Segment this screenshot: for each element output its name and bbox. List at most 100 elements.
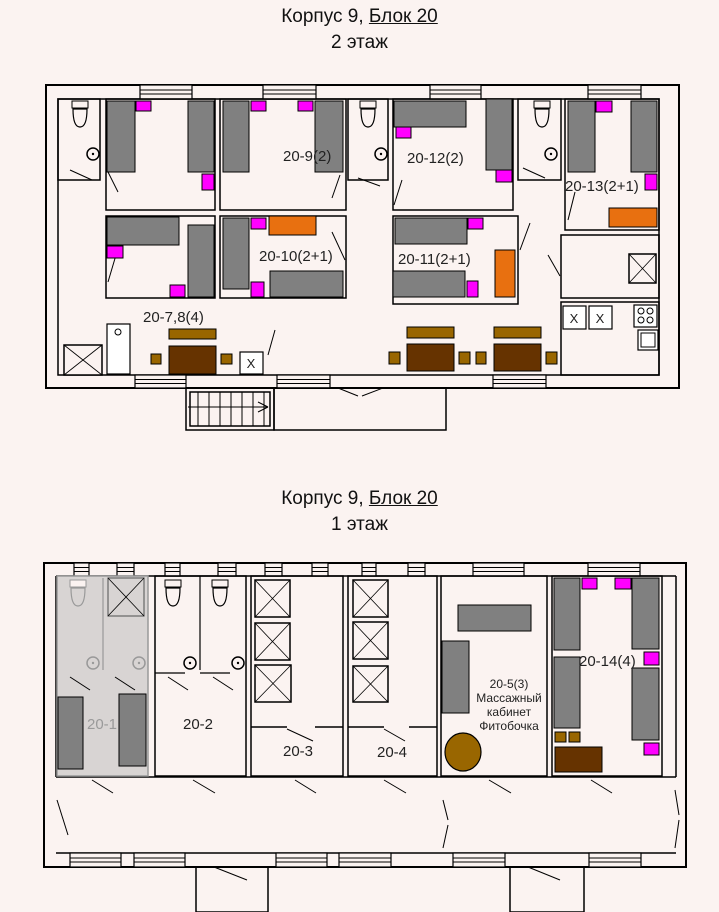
- bed: [441, 640, 470, 714]
- window: [134, 374, 187, 389]
- room-20-5: [440, 575, 548, 777]
- room-20-8: [105, 215, 216, 299]
- nightstand: [250, 217, 267, 230]
- bed: [187, 100, 215, 173]
- room-label-20-1[interactable]: 20-1: [87, 716, 117, 733]
- door-swing: [519, 222, 531, 251]
- door-swing: [527, 866, 561, 881]
- bed: [567, 100, 596, 173]
- washbasin-icon: [544, 147, 558, 161]
- bed: [269, 270, 344, 298]
- room-label-20-14[interactable]: 20-14(4): [579, 653, 636, 670]
- fridge: [106, 323, 131, 375]
- shower-icon: [107, 577, 145, 617]
- door-swing: [383, 779, 407, 794]
- toilet-icon: [164, 579, 182, 588]
- block-link[interactable]: Блок 20: [368, 6, 438, 27]
- washbasin-icon: [132, 656, 146, 670]
- floor2-plan: [45, 84, 680, 431]
- door-swing: [522, 167, 546, 179]
- window: [133, 852, 186, 868]
- appliance-box: [239, 351, 264, 375]
- window: [429, 84, 482, 100]
- door-swing: [69, 676, 91, 691]
- door-swing: [294, 779, 317, 794]
- bathroom: [347, 98, 389, 181]
- block-link[interactable]: Блок 20: [368, 488, 438, 509]
- room-label-20-11[interactable]: 20-11(2+1): [398, 251, 471, 268]
- door-swing: [69, 169, 93, 181]
- room-20-7: [105, 98, 216, 211]
- room-label-20-13[interactable]: 20-13(2+1): [565, 178, 639, 195]
- kitchen-zone: [560, 301, 660, 376]
- chair: [458, 351, 471, 365]
- toilet-bowl: [165, 587, 181, 607]
- door-swing: [107, 171, 119, 193]
- room-label-20-5[interactable]: 20-5(3): [490, 677, 529, 691]
- drain: [379, 152, 383, 156]
- dining-table: [406, 343, 455, 372]
- floor1-labels: 20-1 20-2 20-3 20-4 20-5(3) Массажный ка…: [87, 653, 636, 761]
- door-swing: [56, 799, 69, 836]
- room-label-20-9[interactable]: 20-9(2): [283, 148, 331, 165]
- nightstand: [395, 126, 412, 139]
- door-swing: [361, 387, 384, 397]
- door-swing: [212, 676, 234, 691]
- bed: [106, 216, 180, 246]
- drain: [549, 152, 553, 156]
- washbasin-icon: [183, 656, 197, 670]
- room-label-20-3[interactable]: 20-3: [283, 743, 313, 760]
- room-20-5-desc-1: Массажный: [476, 691, 541, 705]
- door-swing: [331, 174, 341, 199]
- window: [164, 562, 181, 577]
- chair: [220, 353, 233, 365]
- chair: [475, 351, 487, 365]
- floor2-title: Корпус 9, Блок 20: [0, 6, 719, 28]
- door-swing: [114, 676, 136, 691]
- room-label-20-7-8[interactable]: 20-7,8(4): [143, 309, 204, 326]
- door-swing: [488, 779, 512, 794]
- dining-table: [168, 345, 217, 375]
- chair: [554, 731, 567, 743]
- window: [139, 84, 193, 100]
- nightstand: [467, 217, 484, 230]
- door-swing: [567, 191, 576, 221]
- burner: [637, 316, 645, 324]
- shower-cross: [254, 579, 291, 618]
- window: [116, 562, 135, 577]
- nightstand: [297, 100, 314, 112]
- washbasin-icon: [231, 656, 245, 670]
- toilet-icon: [211, 579, 229, 588]
- shower-cross: [107, 577, 145, 617]
- room-20-4: [347, 575, 438, 777]
- balcony: [273, 387, 447, 431]
- room-label-20-4[interactable]: 20-4: [377, 744, 407, 761]
- room-label-20-12[interactable]: 20-12(2): [407, 150, 464, 167]
- room-label-20-10[interactable]: 20-10(2+1): [259, 248, 333, 265]
- nightstand: [581, 577, 598, 590]
- appliance-x-label: X: [247, 356, 256, 371]
- window: [73, 562, 90, 577]
- nightstand: [106, 245, 124, 259]
- appliance-box: [588, 305, 613, 330]
- toilet-bowl: [72, 108, 88, 128]
- room-20-9: [219, 98, 347, 211]
- nightstand: [643, 651, 660, 666]
- room-label-20-2[interactable]: 20-2: [183, 716, 213, 733]
- sofa: [608, 207, 658, 228]
- door-swing: [286, 728, 314, 742]
- toilet-icon: [69, 579, 87, 588]
- nightstand: [495, 169, 513, 183]
- chair: [568, 731, 581, 743]
- porch: [195, 866, 269, 912]
- window: [69, 852, 122, 868]
- door-swing: [167, 676, 189, 691]
- fridge-handle: [114, 328, 122, 336]
- window: [338, 852, 392, 868]
- door-swing: [590, 779, 613, 794]
- window: [311, 562, 329, 577]
- shower-cross: [254, 664, 292, 703]
- chair: [545, 351, 558, 365]
- floor1-floor-label: 1 этаж: [331, 514, 388, 535]
